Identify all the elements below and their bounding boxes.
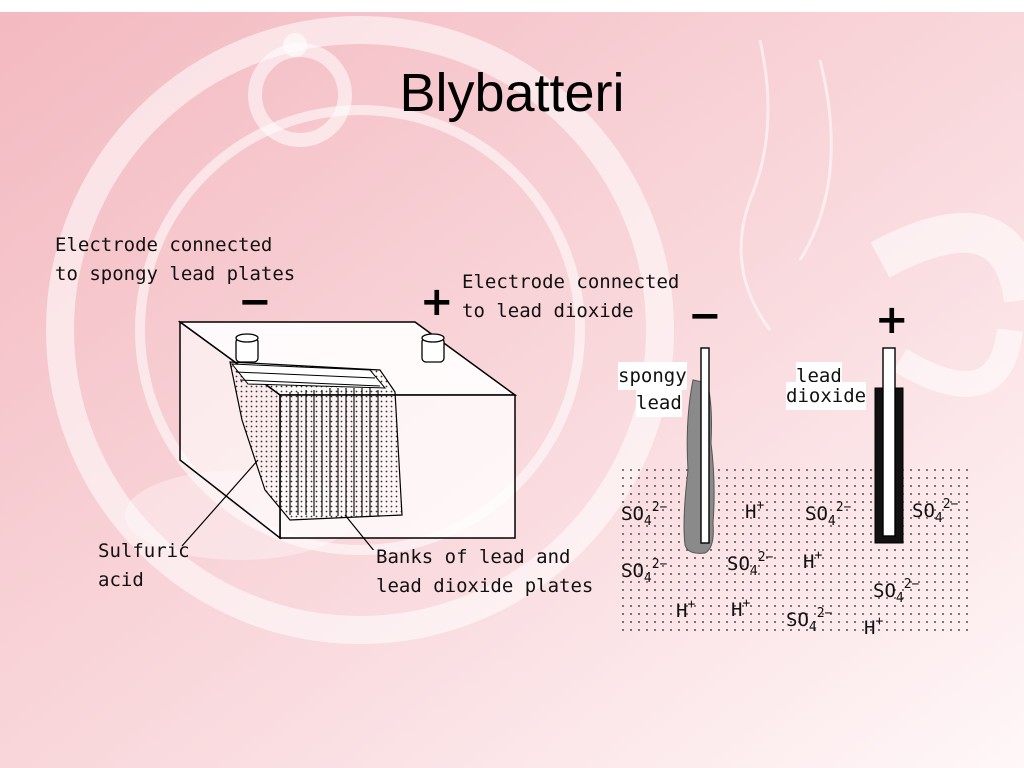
watermark-rings-decoration [46, 16, 1024, 644]
ion-hydrogen: H+ [803, 548, 823, 573]
positive-terminal [421, 333, 445, 363]
plates-label-line1: Banks of lead and [376, 546, 571, 568]
ion-sulfate: SO42− [621, 500, 668, 529]
spongy-lead-label-line1: spongy [618, 362, 687, 390]
negative-terminal [235, 333, 259, 363]
battery-positive-sign: + [420, 279, 454, 325]
positive-electrode [874, 347, 904, 544]
ion-hydrogen: H+ [676, 597, 696, 622]
spongy-lead-label-line2: lead [636, 389, 682, 417]
ion-sulfate: SO42− [621, 557, 668, 586]
lead-dioxide-label-line2: dioxide [786, 382, 867, 410]
sulfuric-acid-label-line1: Sulfuric [98, 540, 190, 562]
battery-negative-sign: − [238, 279, 272, 325]
ion-hydrogen: H+ [745, 498, 765, 523]
sulfuric-acid-label-line2: acid [98, 569, 144, 591]
ion-hydrogen: H+ [731, 596, 751, 621]
electrolyte-region [617, 465, 969, 635]
plate-bank [229, 361, 403, 521]
plates-label-line2: lead dioxide plates [376, 575, 594, 597]
cell-negative-sign: − [688, 293, 722, 339]
ion-sulfate: SO42− [727, 550, 774, 579]
ion-sulfate: SO42− [786, 606, 833, 635]
cell-positive-sign: + [875, 297, 909, 343]
acid-leader-line [181, 459, 259, 547]
ion-sulfate: SO42− [873, 577, 920, 606]
negative-electrode [683, 347, 715, 554]
cell-illustration [617, 347, 969, 635]
ion-hydrogen: H+ [864, 614, 884, 639]
positive-electrode-label-line1: Electrode connected [462, 271, 680, 293]
negative-electrode-label-line1: Electrode connected [55, 234, 273, 256]
negative-electrode-label-line2: to spongy lead plates [55, 263, 296, 285]
slide-title: Blybatteri [399, 63, 625, 123]
ion-sulfate: SO42− [912, 497, 959, 526]
positive-electrode-label-line2: to lead dioxide [462, 300, 634, 322]
battery-illustration [177, 320, 518, 550]
ion-sulfate: SO42− [805, 500, 852, 529]
plates-leader-line [344, 514, 375, 550]
